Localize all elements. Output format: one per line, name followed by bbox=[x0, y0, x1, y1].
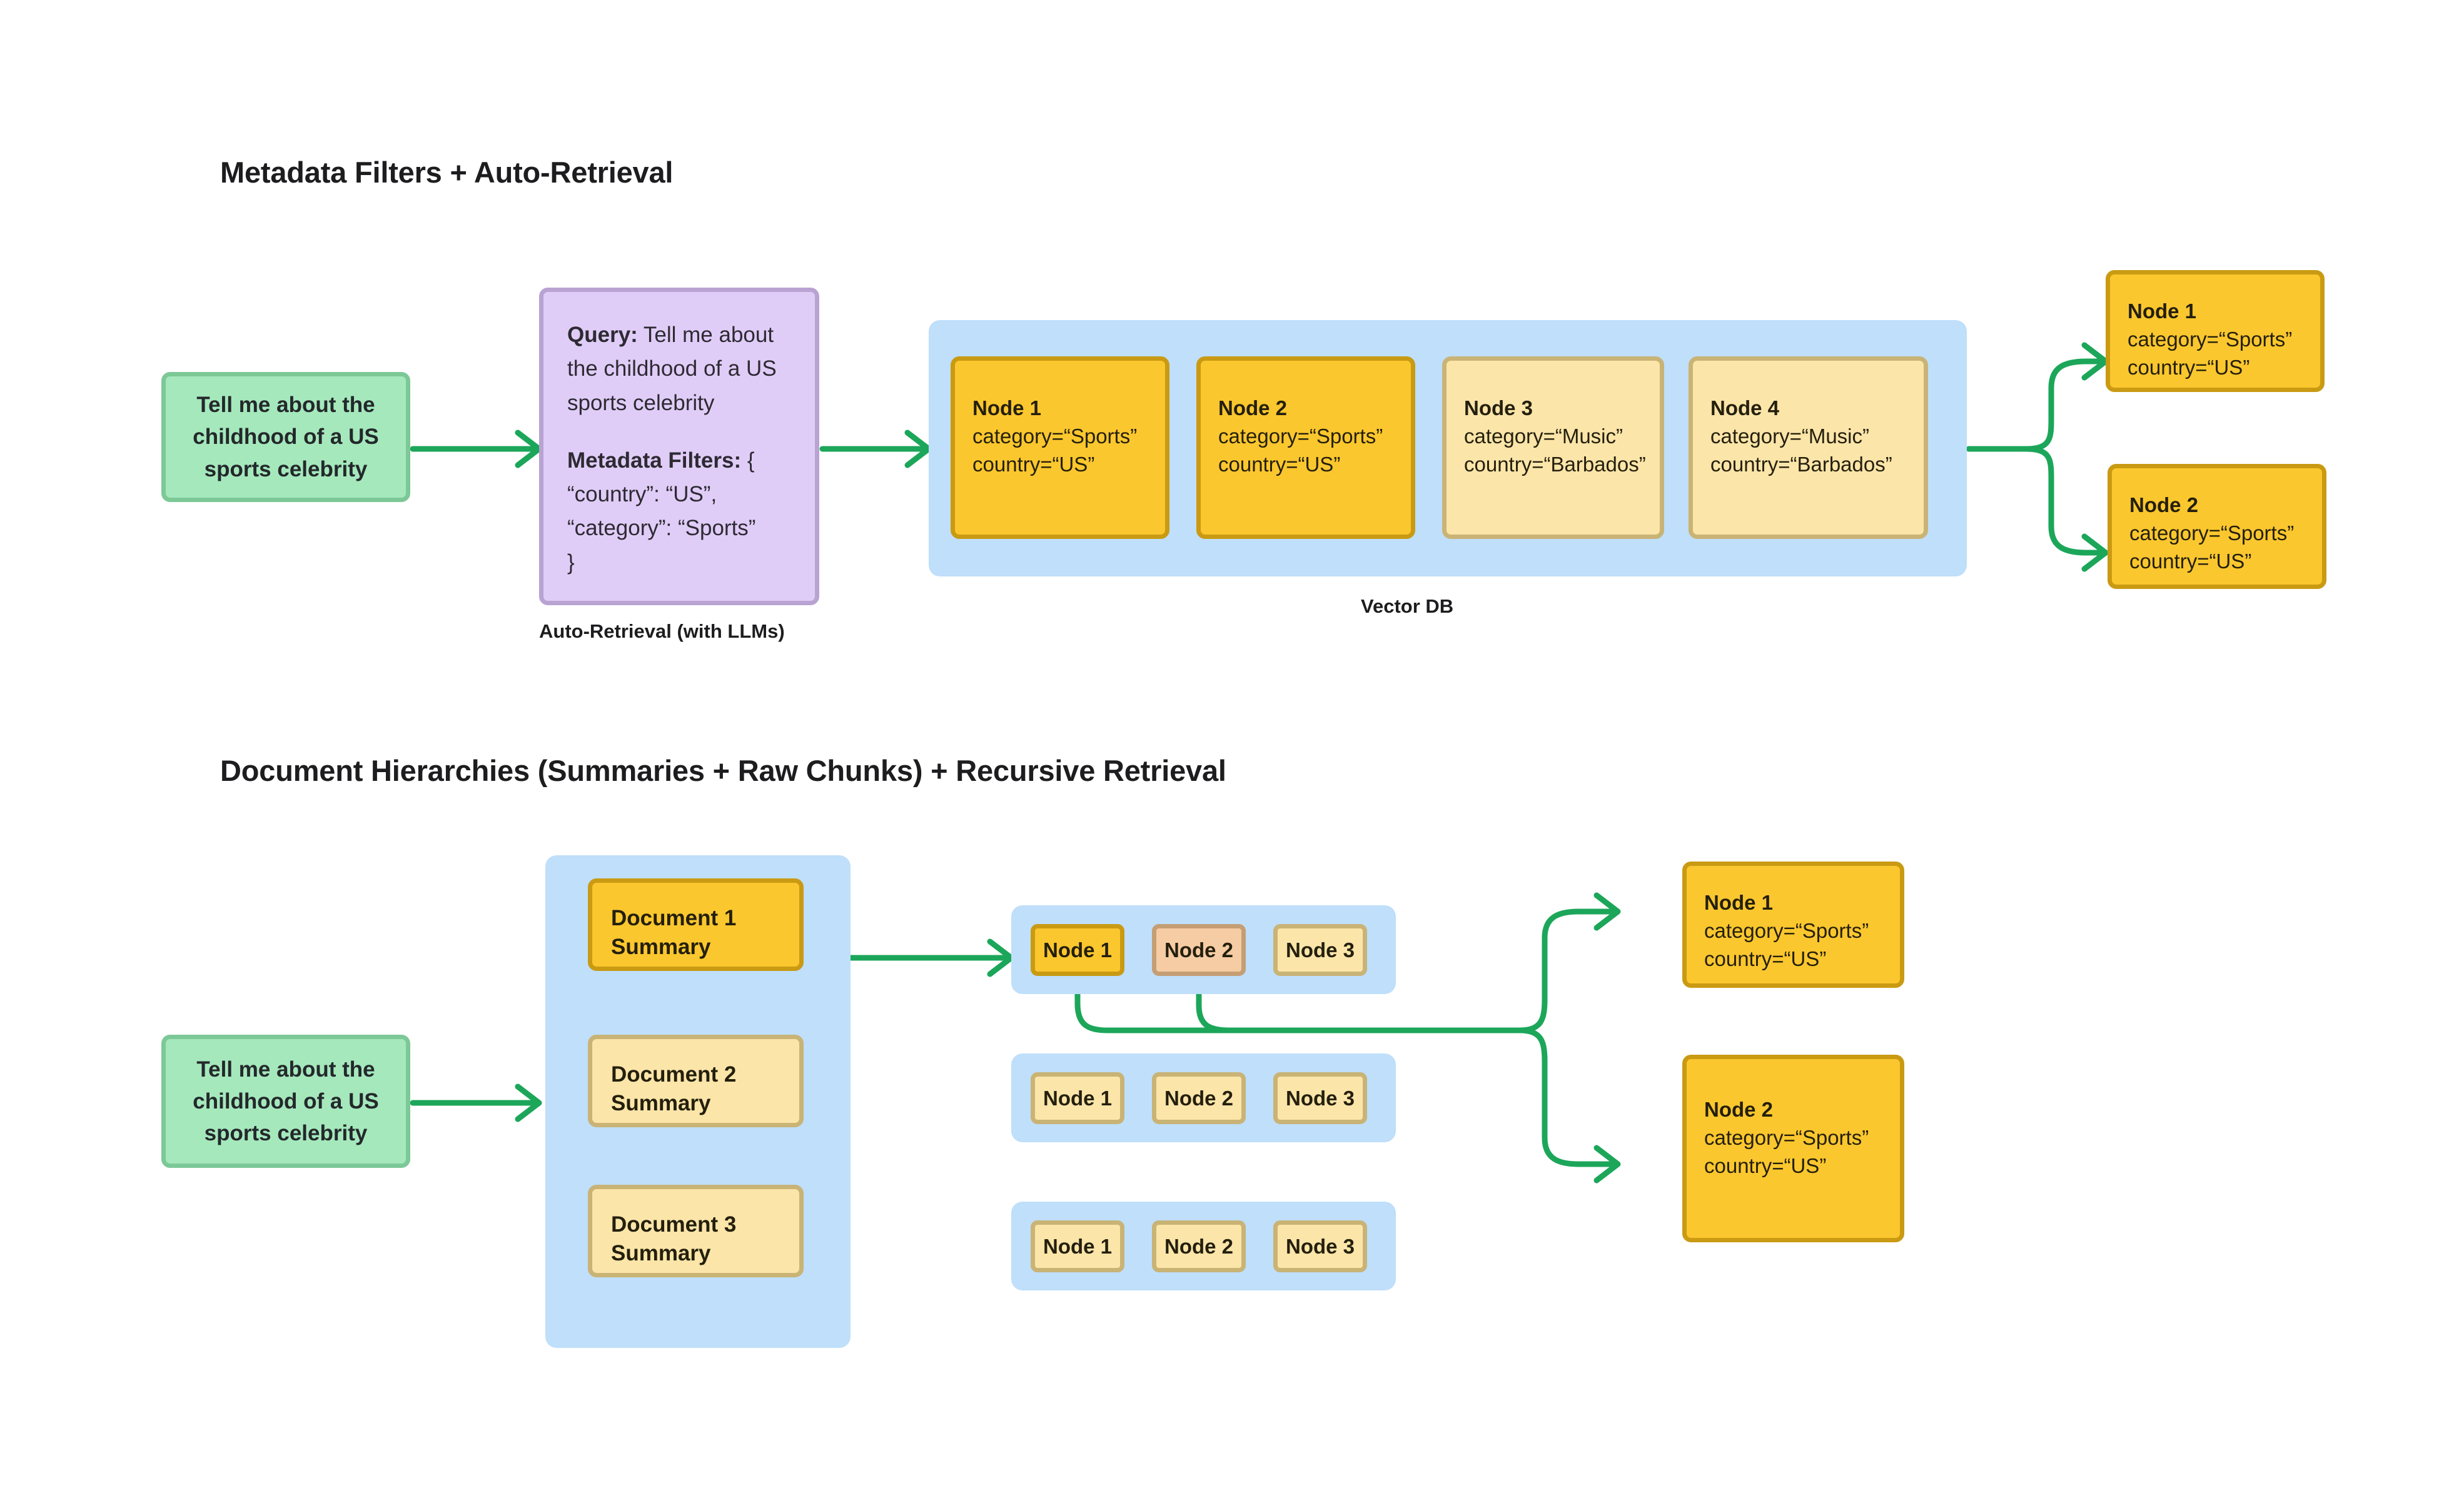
chunk-label: Node 3 bbox=[1285, 1086, 1355, 1110]
arrow-query-to-documents bbox=[410, 1083, 542, 1122]
node-category: category=“Sports” bbox=[2129, 521, 2295, 545]
chunk-label: Node 1 bbox=[1043, 1086, 1113, 1110]
node-country: country=“US” bbox=[1218, 453, 1341, 476]
document-line-1: Document 3 bbox=[611, 1212, 737, 1237]
node-country: country=“US” bbox=[1704, 1154, 1827, 1178]
auto-retrieval-caption: Auto-Retrieval (with LLMs) bbox=[539, 620, 785, 642]
node-title: Node 2 bbox=[2129, 493, 2199, 516]
auto-retrieval-card: Query: Tell me about the childhood of a … bbox=[539, 288, 819, 605]
node-country: country=“US” bbox=[972, 453, 1095, 476]
chunk-label: Node 1 bbox=[1043, 1234, 1113, 1258]
filter-category: “category”: “Sports” bbox=[567, 516, 756, 541]
query-line-2: childhood of a US bbox=[193, 425, 379, 450]
node-category: category=“Sports” bbox=[1704, 918, 1869, 942]
chunk-label: Node 2 bbox=[1164, 1086, 1234, 1110]
node-category: category=“Sports” bbox=[2128, 327, 2293, 351]
node-category: category=“Sports” bbox=[1704, 1125, 1869, 1149]
query-input-card-1: Tell me about the childhood of a US spor… bbox=[161, 372, 410, 502]
chunk-row-2-node-1: Node 1 bbox=[1031, 1072, 1124, 1124]
node-country: country=“US” bbox=[1704, 947, 1827, 971]
query-text: Tell me about bbox=[637, 323, 774, 347]
auto-retrieval-query-block: Query: Tell me about the childhood of a … bbox=[567, 318, 791, 420]
spacer bbox=[567, 420, 791, 444]
filters-label: Metadata Filters: bbox=[567, 448, 742, 473]
document-line-2: Summary bbox=[611, 1090, 711, 1115]
node-country: country=“Barbados” bbox=[1710, 453, 1892, 476]
node-category: category=“Music” bbox=[1710, 424, 1869, 448]
result-node-2-section-2: Node 2 category=“Sports” country=“US” bbox=[1682, 1055, 1904, 1242]
section-title-document-hierarchies: Document Hierarchies (Summaries + Raw Ch… bbox=[220, 754, 1226, 787]
chunk-label: Node 3 bbox=[1285, 1234, 1355, 1258]
document-line-1: Document 1 bbox=[611, 906, 737, 930]
document-3-summary-card: Document 3 Summary bbox=[588, 1185, 804, 1277]
document-line-1: Document 2 bbox=[611, 1062, 737, 1087]
chunk-row-2-node-2: Node 2 bbox=[1152, 1072, 1246, 1124]
arrow-autoretrieval-to-vectordb bbox=[819, 430, 932, 468]
filter-country: “country”: “US”, bbox=[567, 482, 717, 506]
node-title: Node 3 bbox=[1464, 396, 1533, 420]
query-line-2: childhood of a US bbox=[193, 1088, 379, 1113]
arrow-query-to-autoretrieval bbox=[410, 430, 542, 468]
chunk-row-2-node-3: Node 3 bbox=[1273, 1072, 1367, 1124]
metadata-filters-block: Metadata Filters: { “country”: “US”, “ca… bbox=[567, 444, 791, 580]
node-title: Node 1 bbox=[972, 396, 1042, 420]
node-title: Node 1 bbox=[1704, 891, 1774, 914]
node-country: country=“US” bbox=[2128, 356, 2250, 380]
node-title: Node 4 bbox=[1710, 396, 1780, 420]
chunk-row-1-node-2: Node 2 bbox=[1152, 924, 1246, 976]
document-2-summary-card: Document 2 Summary bbox=[588, 1035, 804, 1127]
result-node-1-section-1: Node 1 category=“Sports” country=“US” bbox=[2106, 270, 2325, 392]
chunk-label: Node 2 bbox=[1164, 1234, 1234, 1258]
node-category: category=“Music” bbox=[1464, 424, 1623, 448]
node-title: Node 1 bbox=[2128, 299, 2197, 323]
result-node-1-section-2: Node 1 category=“Sports” country=“US” bbox=[1682, 862, 1904, 988]
document-1-summary-card: Document 1 Summary bbox=[588, 878, 804, 971]
query-text-line2: the childhood of a US bbox=[567, 356, 777, 381]
node-title: Node 2 bbox=[1704, 1098, 1774, 1121]
vector-db-node-3: Node 3 category=“Music” country=“Barbado… bbox=[1442, 356, 1664, 539]
chunk-row-1-node-3: Node 3 bbox=[1273, 924, 1367, 976]
query-line-1: Tell me about the bbox=[196, 393, 375, 418]
vector-db-node-2: Node 2 category=“Sports” country=“US” bbox=[1196, 356, 1415, 539]
document-line-2: Summary bbox=[611, 934, 711, 959]
query-line-1: Tell me about the bbox=[196, 1057, 375, 1082]
node-country: country=“US” bbox=[2129, 550, 2252, 573]
document-line-2: Summary bbox=[611, 1240, 711, 1265]
query-input-card-2: Tell me about the childhood of a US spor… bbox=[161, 1035, 410, 1168]
filters-close-brace: } bbox=[567, 550, 575, 575]
query-label: Query: bbox=[567, 323, 638, 347]
chunk-label: Node 3 bbox=[1285, 938, 1355, 962]
chunk-row-3-node-2: Node 2 bbox=[1152, 1220, 1246, 1272]
chunk-label: Node 1 bbox=[1043, 938, 1113, 962]
result-node-2-section-1: Node 2 category=“Sports” country=“US” bbox=[2108, 464, 2326, 589]
chunk-row-1-node-1: Node 1 bbox=[1031, 924, 1124, 976]
connector-vectordb-to-results bbox=[1966, 342, 2109, 572]
vector-db-caption: Vector DB bbox=[1361, 595, 1454, 617]
vector-db-node-1: Node 1 category=“Sports” country=“US” bbox=[951, 356, 1169, 539]
query-text-line3: sports celebrity bbox=[567, 390, 715, 415]
chunk-label: Node 2 bbox=[1164, 938, 1234, 962]
chunk-row-3-node-1: Node 1 bbox=[1031, 1220, 1124, 1272]
node-category: category=“Sports” bbox=[1218, 424, 1383, 448]
section-title-metadata-filters: Metadata Filters + Auto-Retrieval bbox=[220, 156, 674, 189]
query-line-3: sports celebrity bbox=[204, 1121, 368, 1146]
vector-db-node-4: Node 4 category=“Music” country=“Barbado… bbox=[1689, 356, 1928, 539]
query-line-3: sports celebrity bbox=[204, 456, 368, 481]
filters-open-brace: { bbox=[741, 448, 755, 473]
chunk-row-3-node-3: Node 3 bbox=[1273, 1220, 1367, 1272]
node-country: country=“Barbados” bbox=[1464, 453, 1646, 476]
node-title: Node 2 bbox=[1218, 396, 1288, 420]
node-category: category=“Sports” bbox=[972, 424, 1138, 448]
